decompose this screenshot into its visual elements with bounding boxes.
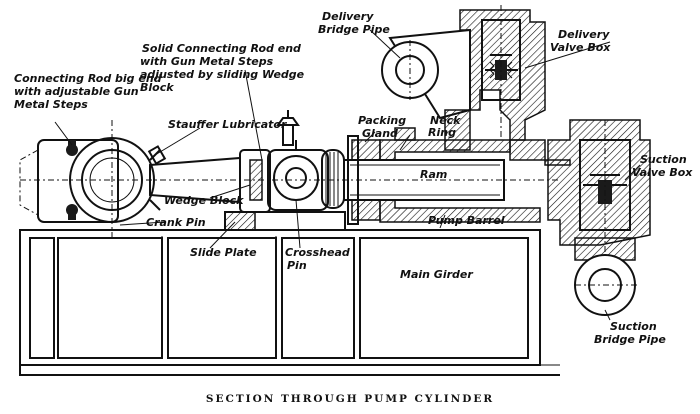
label-main-girder: Main Girder xyxy=(400,268,473,281)
suction-valve-box xyxy=(547,119,651,300)
label-connecting-rod-big-end-1: Connecting Rod big end xyxy=(14,72,162,85)
label-wedge-block: Wedge Block xyxy=(164,194,244,207)
figure-caption: SECTION THROUGH PUMP CYLINDER xyxy=(206,393,494,405)
label-slide-plate: Slide Plate xyxy=(190,246,257,259)
label-crosshead-pin-1: Crosshead xyxy=(285,246,350,259)
delivery-bridge-pipe xyxy=(381,28,471,151)
label-solid-connecting-rod-2: with Gun Metal Steps xyxy=(140,55,274,68)
connecting-rod xyxy=(20,149,560,213)
label-neck-ring-2: Ring xyxy=(428,126,456,139)
packing-gland xyxy=(347,135,381,225)
label-suction-valve-box-2: Valve Box xyxy=(632,166,693,179)
crosshead xyxy=(267,140,345,211)
label-solid-connecting-rod-4: Block xyxy=(140,81,174,94)
label-crosshead-pin-2: Pin xyxy=(287,259,307,272)
delivery-valve-box xyxy=(459,5,571,166)
label-suction-bridge-pipe-1: Suction xyxy=(610,320,657,333)
label-pump-barrel: Pump Barrel xyxy=(428,214,505,227)
label-delivery-valve-box-1: Delivery xyxy=(558,28,610,41)
stauffer-lubricator xyxy=(147,110,300,165)
label-delivery-bridge-pipe-2: Bridge Pipe xyxy=(318,23,390,36)
ram xyxy=(343,159,505,201)
label-connecting-rod-big-end-2: with adjustable Gun xyxy=(14,85,139,98)
label-suction-bridge-pipe-2: Bridge Pipe xyxy=(594,333,666,346)
label-packing-gland-2: Gland xyxy=(362,127,398,140)
leader-lines xyxy=(54,29,641,321)
suction-bridge-pipe xyxy=(574,237,640,316)
label-packing-gland-1: Packing xyxy=(358,114,406,127)
label-delivery-valve-box-2: Valve Box xyxy=(550,41,611,54)
label-solid-connecting-rod-1: Solid Connecting Rod end xyxy=(142,42,301,55)
label-crank-pin: Crank Pin xyxy=(146,216,206,229)
label-solid-connecting-rod-3: adjusted by sliding Wedge xyxy=(140,68,305,81)
label-delivery-bridge-pipe-1: Delivery xyxy=(322,10,374,23)
label-ram: Ram xyxy=(420,168,447,181)
label-connecting-rod-big-end-3: Metal Steps xyxy=(14,98,88,111)
label-suction-valve-box-1: Suction xyxy=(640,153,687,166)
label-stauffer-lubricator: Stauffer Lubricator xyxy=(168,118,287,131)
label-neck-ring-1: Neck xyxy=(430,114,461,127)
slide-plate xyxy=(224,211,346,231)
